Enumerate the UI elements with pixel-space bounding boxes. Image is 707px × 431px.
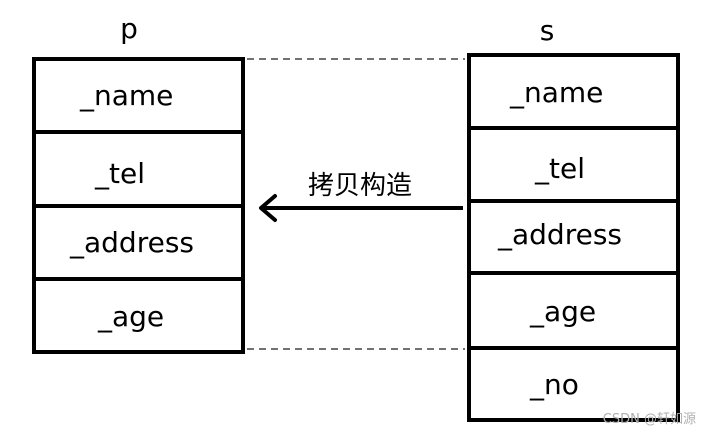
- copy-arrow-label: 拷贝构造: [308, 171, 412, 201]
- object-s-field-no: _no: [529, 368, 579, 401]
- object-s-field-name: _name: [509, 76, 603, 109]
- copy-arrow: 拷贝构造: [259, 171, 463, 222]
- object-s-field-tel: _tel: [534, 152, 585, 185]
- object-p-field-tel: _tel: [94, 157, 145, 190]
- object-p-field-age: _age: [97, 300, 164, 333]
- object-p-field-address: _address: [69, 226, 194, 259]
- object-p: p _name _tel _address _age: [32, 12, 245, 354]
- object-s-field-age: _age: [529, 295, 596, 328]
- watermark: CSDN @轩如源: [603, 411, 696, 427]
- object-p-title: p: [120, 12, 138, 45]
- object-s-box: [467, 53, 680, 422]
- object-s-title: s: [540, 14, 555, 47]
- object-s-field-address: _address: [497, 218, 622, 251]
- object-s: s _name _tel _address _age _no: [467, 14, 680, 422]
- object-p-field-name: _name: [79, 79, 173, 112]
- arrow-left-icon: [259, 194, 277, 222]
